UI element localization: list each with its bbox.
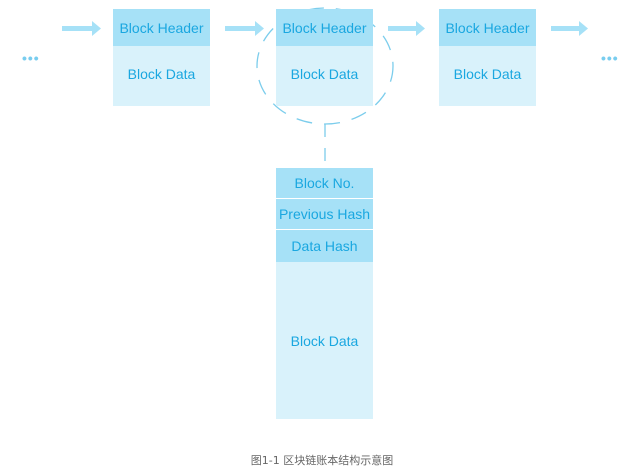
detail-data-hash: Data Hash xyxy=(276,230,373,262)
detail-block-data: Block Data xyxy=(276,262,373,419)
chain-arrow xyxy=(388,21,425,36)
figure-caption: 图1-1 区块链账本结构示意图 xyxy=(250,454,394,467)
detail-block-number: Block No. xyxy=(276,168,373,199)
chain-ellipsis-right: ••• xyxy=(601,50,619,66)
block-2-header: Block Header xyxy=(276,9,373,46)
chain-arrow xyxy=(551,21,588,36)
block-2-data: Block Data xyxy=(276,46,373,106)
chain-arrow xyxy=(225,21,264,36)
block-3-header: Block Header xyxy=(439,9,536,46)
chain-arrow xyxy=(62,21,101,36)
block-1-data: Block Data xyxy=(113,46,210,106)
detail-previous-hash: Previous Hash xyxy=(276,199,373,230)
block-1-header: Block Header xyxy=(113,9,210,46)
chain-ellipsis-left: ••• xyxy=(22,50,40,66)
block-3-data: Block Data xyxy=(439,46,536,106)
